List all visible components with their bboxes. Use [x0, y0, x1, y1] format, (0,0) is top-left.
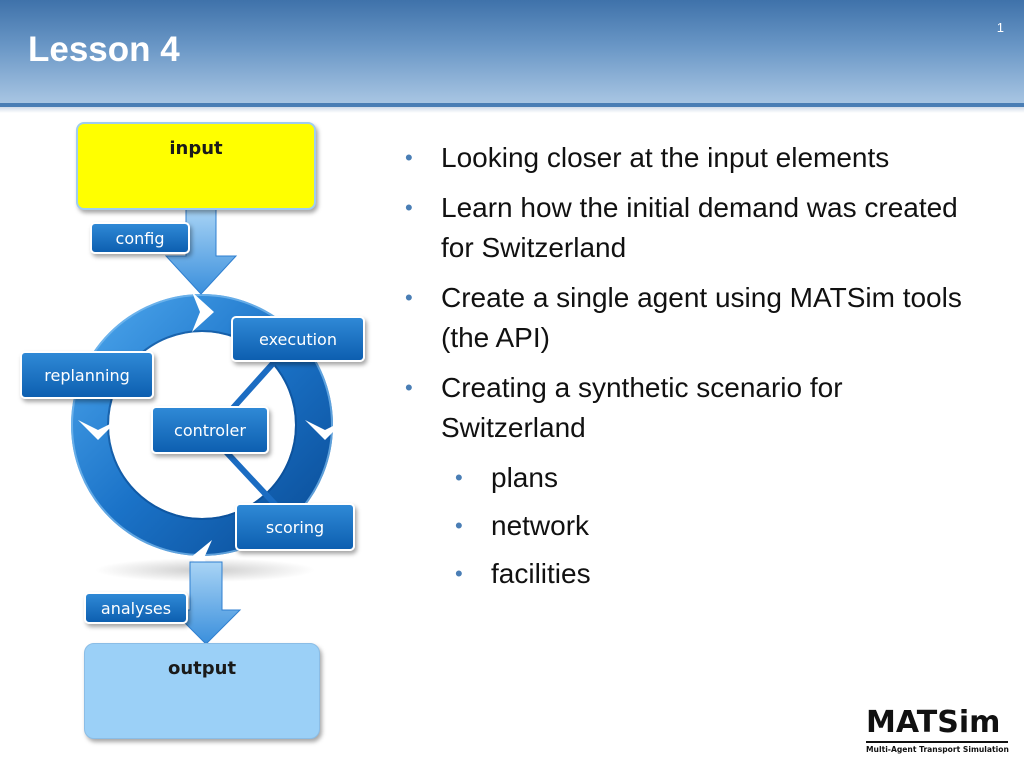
bullet-dot-icon: •	[455, 561, 463, 586]
input-box: input	[76, 122, 316, 210]
logo-divider	[866, 741, 1008, 743]
sub-bullet-text: network	[491, 510, 590, 541]
bullet-list: • Looking closer at the input elements • L…	[405, 138, 995, 602]
scoring-node: scoring	[235, 503, 355, 551]
bullet-text: Looking closer at the input elements	[441, 142, 890, 173]
matsim-logo: MATSim Multi-Agent Transport Simulation	[866, 707, 1011, 754]
bullet-item: • Looking closer at the input elements	[405, 138, 995, 178]
sub-bullet-item: • plans	[405, 458, 995, 498]
slide-header	[0, 0, 1024, 104]
bullet-dot-icon: •	[405, 285, 413, 310]
bullet-item: • Creating a synthetic scenario for Switz…	[405, 368, 995, 448]
slide-number: 1	[996, 20, 1004, 35]
sub-bullet-item: • facilities	[405, 554, 995, 594]
logo-name: MATSim	[866, 705, 1001, 740]
bullet-text: Learn how the initial demand was created…	[441, 192, 958, 263]
bullet-item: • Learn how the initial demand was create…	[405, 188, 995, 268]
bullet-text: Create a single agent using MATSim tools…	[441, 282, 962, 353]
sub-bullet-text: facilities	[491, 558, 591, 589]
replanning-node: replanning	[20, 351, 154, 399]
bullet-dot-icon: •	[405, 375, 413, 400]
slide-title: Lesson 4	[28, 30, 180, 69]
logo-tagline: Multi-Agent Transport Simulation	[866, 745, 1009, 754]
execution-node: execution	[231, 316, 365, 362]
config-node: config	[90, 222, 190, 254]
header-shadow	[0, 107, 1024, 113]
header-divider	[0, 103, 1024, 107]
bullet-item: • Create a single agent using MATSim tool…	[405, 278, 995, 358]
chevron-left	[78, 420, 118, 440]
chevron-top	[192, 292, 214, 332]
analyses-node: analyses	[84, 592, 188, 624]
bullet-text: Creating a synthetic scenario for Switze…	[441, 372, 843, 443]
sub-bullet-text: plans	[491, 462, 558, 493]
bullet-dot-icon: •	[455, 513, 463, 538]
chevron-right	[305, 420, 345, 440]
bullet-dot-icon: •	[405, 145, 413, 170]
sub-bullet-item: • network	[405, 506, 995, 546]
output-box: output	[84, 643, 320, 739]
input-arrow	[164, 207, 238, 295]
bullet-dot-icon: •	[405, 195, 413, 220]
controler-node: controler	[151, 406, 269, 454]
bullet-dot-icon: •	[455, 465, 463, 490]
